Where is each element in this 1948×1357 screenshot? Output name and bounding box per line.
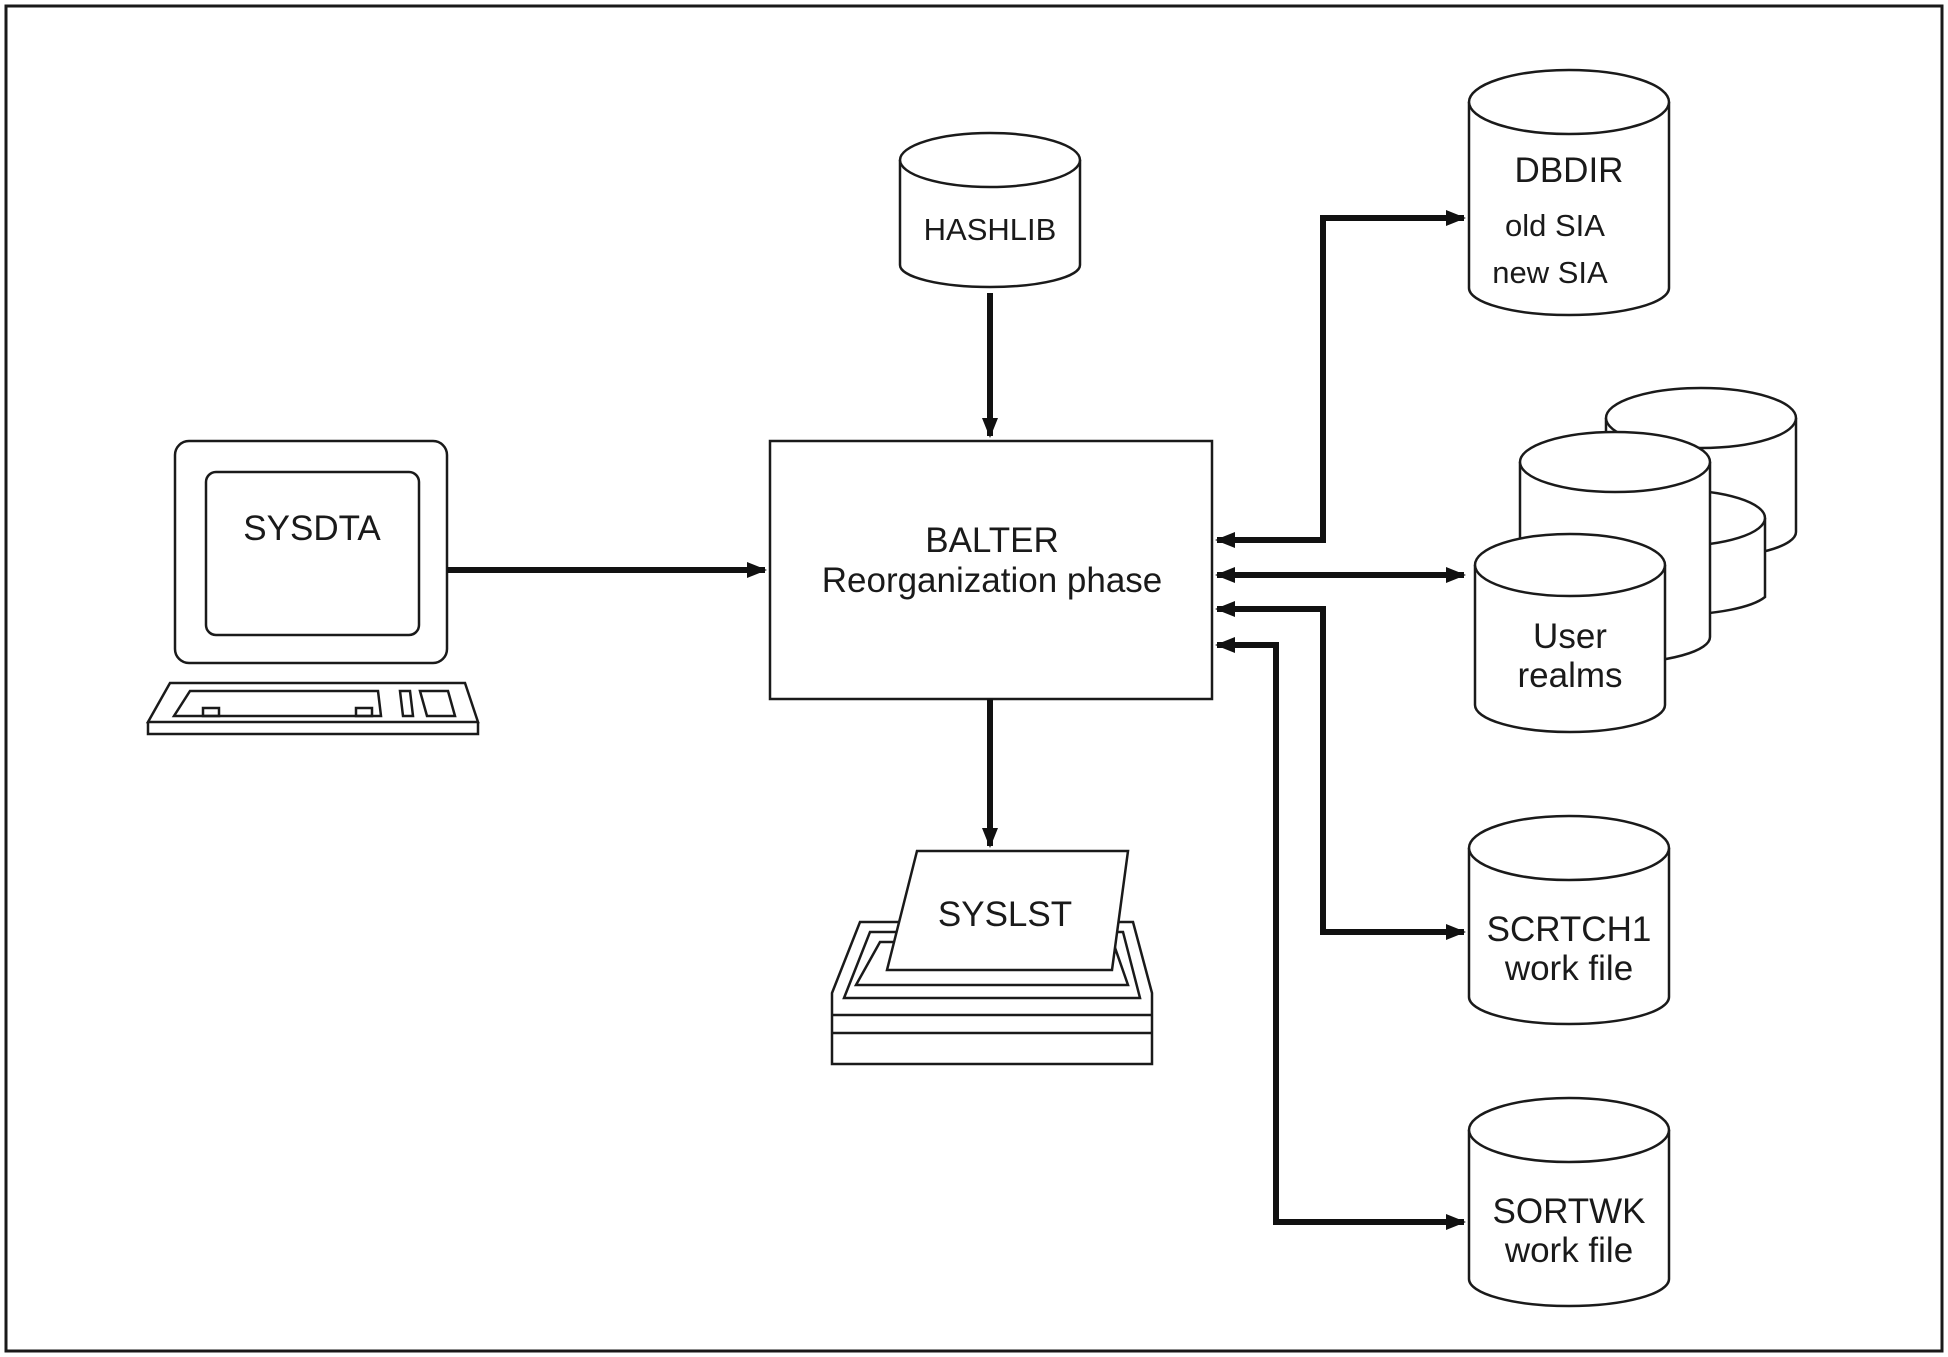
scrtch1-subtitle: work file: [1504, 949, 1633, 988]
printer-label: SYSLST: [938, 895, 1072, 934]
sortwk-title: SORTWK: [1493, 1192, 1646, 1231]
terminal-icon: SYSDTA: [145, 439, 480, 736]
hashlib-database-icon: HASHLIB: [898, 131, 1082, 289]
user-realms-line1: User: [1533, 617, 1607, 656]
sortwk-subtitle: work file: [1504, 1231, 1633, 1270]
balter-dbdir-arrow: [1215, 210, 1466, 548]
hashlib-label: HASHLIB: [924, 212, 1057, 247]
process-subtitle: Reorganization phase: [822, 561, 1163, 600]
user-realms-database-icon: User realms: [1473, 386, 1798, 734]
dbdir-new-sia: new SIA: [1492, 255, 1608, 290]
dbdir-database-icon: DBDIR old SIA new SIA: [1467, 68, 1671, 317]
process-title: BALTER: [925, 521, 1059, 560]
scrtch1-database-icon: SCRTCH1 work file: [1467, 814, 1671, 1026]
dbdir-title: DBDIR: [1515, 151, 1624, 190]
printer-icon: SYSLST: [830, 849, 1154, 1066]
scrtch1-title: SCRTCH1: [1487, 910, 1652, 949]
terminal-label: SYSDTA: [243, 509, 381, 548]
balter-process-box: BALTER Reorganization phase: [768, 439, 1214, 701]
user-realms-line2: realms: [1517, 656, 1622, 695]
balter-sortwk-arrow: [1215, 637, 1466, 1230]
dbdir-old-sia: old SIA: [1505, 208, 1605, 243]
sortwk-database-icon: SORTWK work file: [1467, 1096, 1671, 1308]
